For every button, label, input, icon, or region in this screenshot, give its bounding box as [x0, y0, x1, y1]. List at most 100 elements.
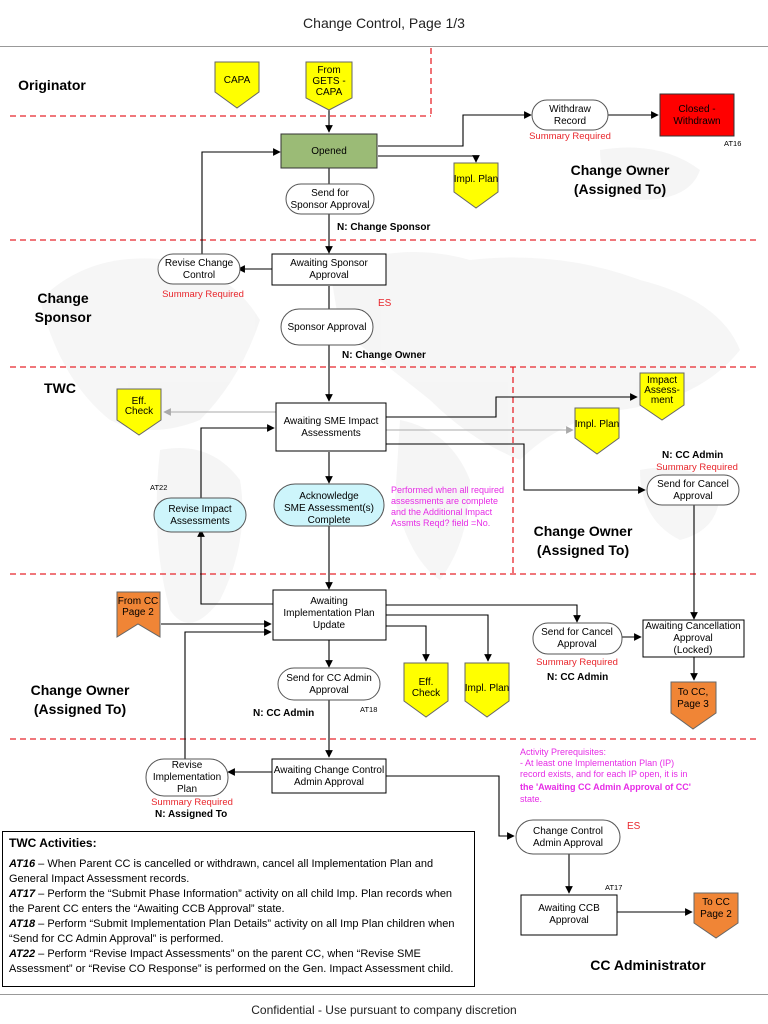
awaiting-ccb-line1: Awaiting CCB [538, 903, 600, 914]
eff-check-1-line1: Eff. [132, 396, 147, 407]
awaiting-cca-line1: Awaiting Change Control [274, 765, 384, 776]
prereq-line2: - At least one Implementation Plan (IP) [520, 758, 674, 768]
at22-tag: AT22 [150, 483, 167, 492]
activity-text: – Perform “Revise Impact Assessments” on… [9, 948, 454, 975]
activity-code: AT16 [9, 858, 36, 870]
send-for-sponsor-approval-action[interactable]: Send for Sponsor Approval [285, 183, 375, 215]
eff-check-flag-2[interactable]: Eff. Check [403, 662, 449, 718]
awaiting-sponsor-line2: Approval [309, 270, 348, 281]
closed-withdrawn-state[interactable]: Closed - Withdrawn [659, 93, 735, 137]
at17-tag: AT17 [605, 883, 622, 892]
sponsor-approval-action[interactable]: Sponsor Approval [280, 308, 374, 346]
notify-cc-admin-1: N: CC Admin [662, 450, 723, 461]
sponsor-approval-label: Sponsor Approval [288, 322, 367, 333]
activity-text: – Perform the “Submit Phase Information”… [9, 888, 453, 915]
awaiting-implementation-plan-update-state[interactable]: Awaiting Implementation Plan Update [272, 589, 387, 641]
lane-label-cc-administrator: CC Administrator [590, 957, 706, 973]
awaiting-ccb-line2: Approval [549, 915, 588, 926]
impl-plan-flag-2[interactable]: Impl. Plan [574, 407, 620, 455]
send-cancel-1-line2: Approval [673, 491, 712, 502]
activity-item: AT17 – Perform the “Submit Phase Informa… [9, 887, 468, 917]
impact-assessment-flag[interactable]: Impact Assess- ment [639, 372, 685, 421]
awaiting-sponsor-approval-state[interactable]: Awaiting Sponsor Approval [271, 253, 387, 286]
acknowledge-sme-assessments-action[interactable]: Acknowledge SME Assessment(s) Complete [273, 483, 385, 527]
eff-check-1-line2: Check [125, 406, 154, 417]
awaiting-sponsor-line1: Awaiting Sponsor [290, 258, 368, 269]
revise-impl-line2: Implementation [153, 772, 221, 783]
awaiting-ccb-approval-state[interactable]: Awaiting CCB Approval [520, 894, 618, 936]
notify-cc-admin-3: N: CC Admin [253, 708, 314, 719]
performed-line3: and the Additional Impact [391, 507, 493, 517]
awaiting-sme-impact-assessments-state[interactable]: Awaiting SME Impact Assessments [275, 402, 387, 452]
send-for-cancel-approval-action-1[interactable]: Send for Cancel Approval [646, 474, 740, 506]
ack-sme-line1: Acknowledge [299, 491, 359, 502]
impl-plan-1-label: Impl. Plan [454, 174, 498, 185]
from-gets-line3: CAPA [316, 87, 343, 98]
lane-label-change-owner-bottom-sub: (Assigned To) [34, 701, 126, 717]
send-sponsor-line2: Sponsor Approval [291, 200, 370, 211]
capa-label: CAPA [224, 75, 251, 86]
capa-flag[interactable]: CAPA [214, 61, 260, 109]
from-cc-page-2-flag[interactable]: From CC Page 2 [116, 591, 161, 638]
revise-change-line2: Control [183, 270, 215, 281]
impl-plan-flag-1[interactable]: Impl. Plan [453, 162, 499, 209]
awaiting-cca-line2: Admin Approval [294, 777, 364, 788]
to-cc-page-3-flag[interactable]: To CC, Page 3 [670, 681, 717, 730]
lane-label-change-sponsor-line2: Sponsor [35, 309, 92, 325]
es-tag-cc-admin: ES [627, 821, 641, 832]
lane-label-originator: Originator [18, 77, 86, 93]
notify-change-owner: N: Change Owner [342, 350, 426, 361]
ack-condition-note: Performed when all required assessments … [391, 485, 504, 528]
activity-item: AT18 – Perform “Submit Implementation Pl… [9, 917, 468, 947]
awaiting-cancel-line2: Approval [673, 633, 712, 644]
send-for-cc-admin-approval-action[interactable]: Send for CC Admin Approval [277, 667, 381, 701]
withdraw-record-action[interactable]: Withdraw Record [531, 99, 609, 131]
from-gets-line2: GETS - [312, 76, 345, 87]
revise-impl-line3: Plan [177, 784, 197, 795]
at18-tag: AT18 [360, 705, 377, 714]
closed-line1: Closed - [678, 104, 715, 115]
to-cc-page-2-flag[interactable]: To CC Page 2 [693, 892, 739, 939]
impact-assess-line3: ment [651, 395, 673, 406]
awaiting-cc-admin-approval-state[interactable]: Awaiting Change Control Admin Approval [271, 758, 387, 794]
lane-label-change-sponsor-line1: Change [37, 290, 89, 306]
cc-admin-approval-line2: Admin Approval [533, 838, 603, 849]
closed-line2: Withdrawn [673, 116, 720, 127]
opened-state[interactable]: Opened [280, 133, 378, 169]
activity-code: AT17 [9, 888, 36, 900]
activity-code: AT22 [9, 948, 36, 960]
awaiting-cancellation-approval-state[interactable]: Awaiting Cancellation Approval (Locked) [642, 619, 745, 658]
withdraw-summary-required: Summary Required [529, 131, 611, 142]
lane-label-twc: TWC [44, 380, 76, 396]
from-gets-capa-flag[interactable]: From GETS - CAPA [305, 61, 353, 111]
revise-impact-assessments-action[interactable]: Revise Impact Assessments [153, 497, 247, 533]
at16-tag: AT16 [724, 139, 741, 148]
eff-check-flag-1[interactable]: Eff. Check [116, 388, 162, 436]
to-cc3-line2: Page 3 [677, 699, 709, 710]
world-map-background [40, 147, 740, 623]
cc-admin-approval-action[interactable]: Change Control Admin Approval [515, 819, 621, 855]
ack-sme-line2: SME Assessment(s) [284, 503, 374, 514]
prereq-line3: record exists, and for each IP open, it … [520, 769, 687, 779]
revise-impact-line2: Assessments [170, 516, 229, 527]
flow-edges [161, 105, 698, 916]
performed-line4: Assmts Reqd? field =No. [391, 518, 490, 528]
revise-implementation-plan-action[interactable]: Revise Implementation Plan [145, 758, 229, 797]
send-cancel-2-line2: Approval [557, 639, 596, 650]
withdraw-line2: Record [554, 116, 586, 127]
twc-activities-heading: TWC Activities: [9, 836, 97, 850]
impl-plan-flag-3[interactable]: Impl. Plan [464, 662, 510, 718]
send-for-cancel-approval-action-2[interactable]: Send for Cancel Approval [532, 622, 623, 655]
activity-item: AT16 – When Parent CC is cancelled or wi… [9, 857, 468, 887]
lane-label-change-owner-mid: Change Owner [534, 523, 633, 539]
send-cc-admin-line2: Approval [309, 685, 348, 696]
twc-activities-panel: TWC Activities: AT16 – When Parent CC is… [2, 831, 475, 987]
revise-change-control-action[interactable]: Revise Change Control [157, 253, 241, 285]
notify-cc-admin-2: N: CC Admin [547, 672, 608, 683]
performed-line2: assessments are complete [391, 496, 498, 506]
activity-text: – Perform “Submit Implementation Plan De… [9, 918, 455, 945]
activity-prerequisites-note: Activity Prerequisites: - At least one I… [520, 747, 691, 804]
to-cc3-line1: To CC, [678, 687, 709, 698]
